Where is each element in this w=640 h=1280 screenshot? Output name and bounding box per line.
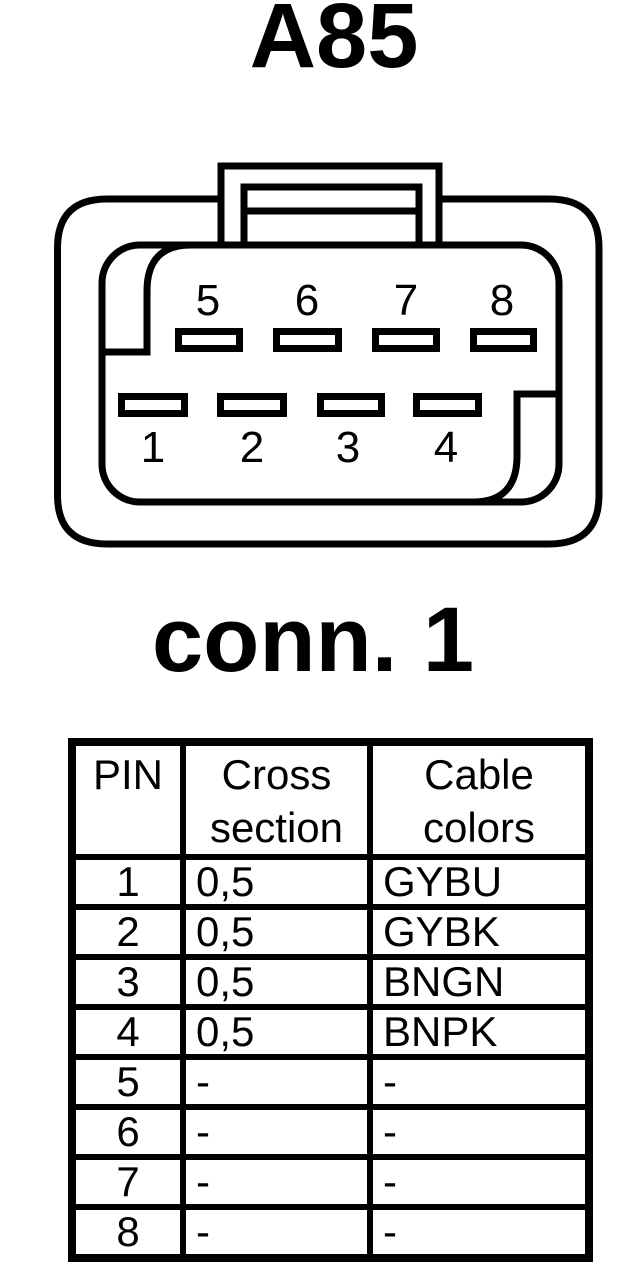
col-header-cable-colors: Cable colors [367, 739, 592, 860]
pin-number: 6 [69, 1104, 186, 1160]
col-header-cable-line2: colors [422, 804, 536, 851]
pin-cavity-6 [273, 328, 342, 352]
pin-label-1: 1 [141, 423, 165, 472]
pin-cavity-7 [372, 328, 440, 352]
pin-number: 4 [69, 1004, 186, 1060]
cable-color-value: - [367, 1154, 592, 1210]
cable-color-value: GYBU [367, 854, 592, 910]
cross-section-value: - [180, 1104, 373, 1160]
pin-cavity-4 [413, 393, 482, 417]
connector-diagram: 5 6 7 8 1 2 3 4 [54, 162, 603, 548]
pin-label-7: 7 [394, 276, 418, 325]
pin-label-3: 3 [336, 423, 360, 472]
cross-section-value: 0,5 [180, 904, 373, 960]
table-row: 4 0,5 BNPK [69, 1004, 592, 1060]
connector-number-label: conn. 1 [151, 589, 475, 691]
col-header-cross-line2: section [209, 804, 344, 851]
pin-cavity-1 [118, 393, 188, 417]
connector-inner-housing [98, 241, 563, 506]
table-header-row: PIN Cross section Cable colors [69, 739, 592, 860]
latch-tab-outer [217, 162, 443, 247]
pin-label-5: 5 [196, 276, 220, 325]
pin-label-8: 8 [490, 276, 514, 325]
pin-number: 5 [69, 1054, 186, 1110]
table-row: 7 - - [69, 1154, 592, 1210]
pin-number: 2 [69, 904, 186, 960]
cable-color-value: - [367, 1054, 592, 1110]
cross-section-value: - [180, 1054, 373, 1110]
keying-notch-bottom-right [472, 390, 559, 506]
cable-color-value: - [367, 1104, 592, 1160]
table-row: 2 0,5 GYBK [69, 904, 592, 960]
pin-label-2: 2 [240, 423, 264, 472]
latch-tab-inner [240, 183, 423, 247]
cross-section-value: - [180, 1204, 373, 1261]
table-row: 3 0,5 BNGN [69, 954, 592, 1010]
col-header-cable-line1: Cable [424, 751, 534, 798]
connector-outer-housing [54, 195, 603, 548]
table-row: 8 - - [69, 1204, 592, 1261]
pinout-table: PIN Cross section Cable colors 1 0,5 GYB… [68, 738, 593, 1262]
keying-notch-top-left [102, 241, 192, 356]
pin-label-6: 6 [295, 276, 319, 325]
pin-number: 8 [69, 1204, 186, 1261]
page-title: A85 [249, 0, 419, 87]
cable-color-value: - [367, 1204, 592, 1261]
table-row: 1 0,5 GYBU [69, 854, 592, 910]
col-header-pin-line1: PIN [92, 751, 163, 798]
table-row: 6 - - [69, 1104, 592, 1160]
pin-number: 1 [69, 854, 186, 910]
col-header-cross-line1: Cross [221, 751, 332, 798]
pin-cavity-8 [470, 328, 537, 352]
cross-section-value: 0,5 [180, 954, 373, 1010]
pin-number: 7 [69, 1154, 186, 1210]
pin-cavity-5 [175, 328, 243, 352]
cable-color-value: GYBK [367, 904, 592, 960]
col-header-pin: PIN [69, 739, 186, 860]
pin-cavity-2 [217, 393, 287, 417]
pin-label-4: 4 [434, 423, 458, 472]
col-header-cross-section: Cross section [180, 739, 373, 860]
pin-cavity-3 [317, 393, 385, 417]
cross-section-value: - [180, 1154, 373, 1210]
cable-color-value: BNPK [367, 1004, 592, 1060]
pin-number: 3 [69, 954, 186, 1010]
table-row: 5 - - [69, 1054, 592, 1110]
cable-color-value: BNGN [367, 954, 592, 1010]
cross-section-value: 0,5 [180, 1004, 373, 1060]
cross-section-value: 0,5 [180, 854, 373, 910]
